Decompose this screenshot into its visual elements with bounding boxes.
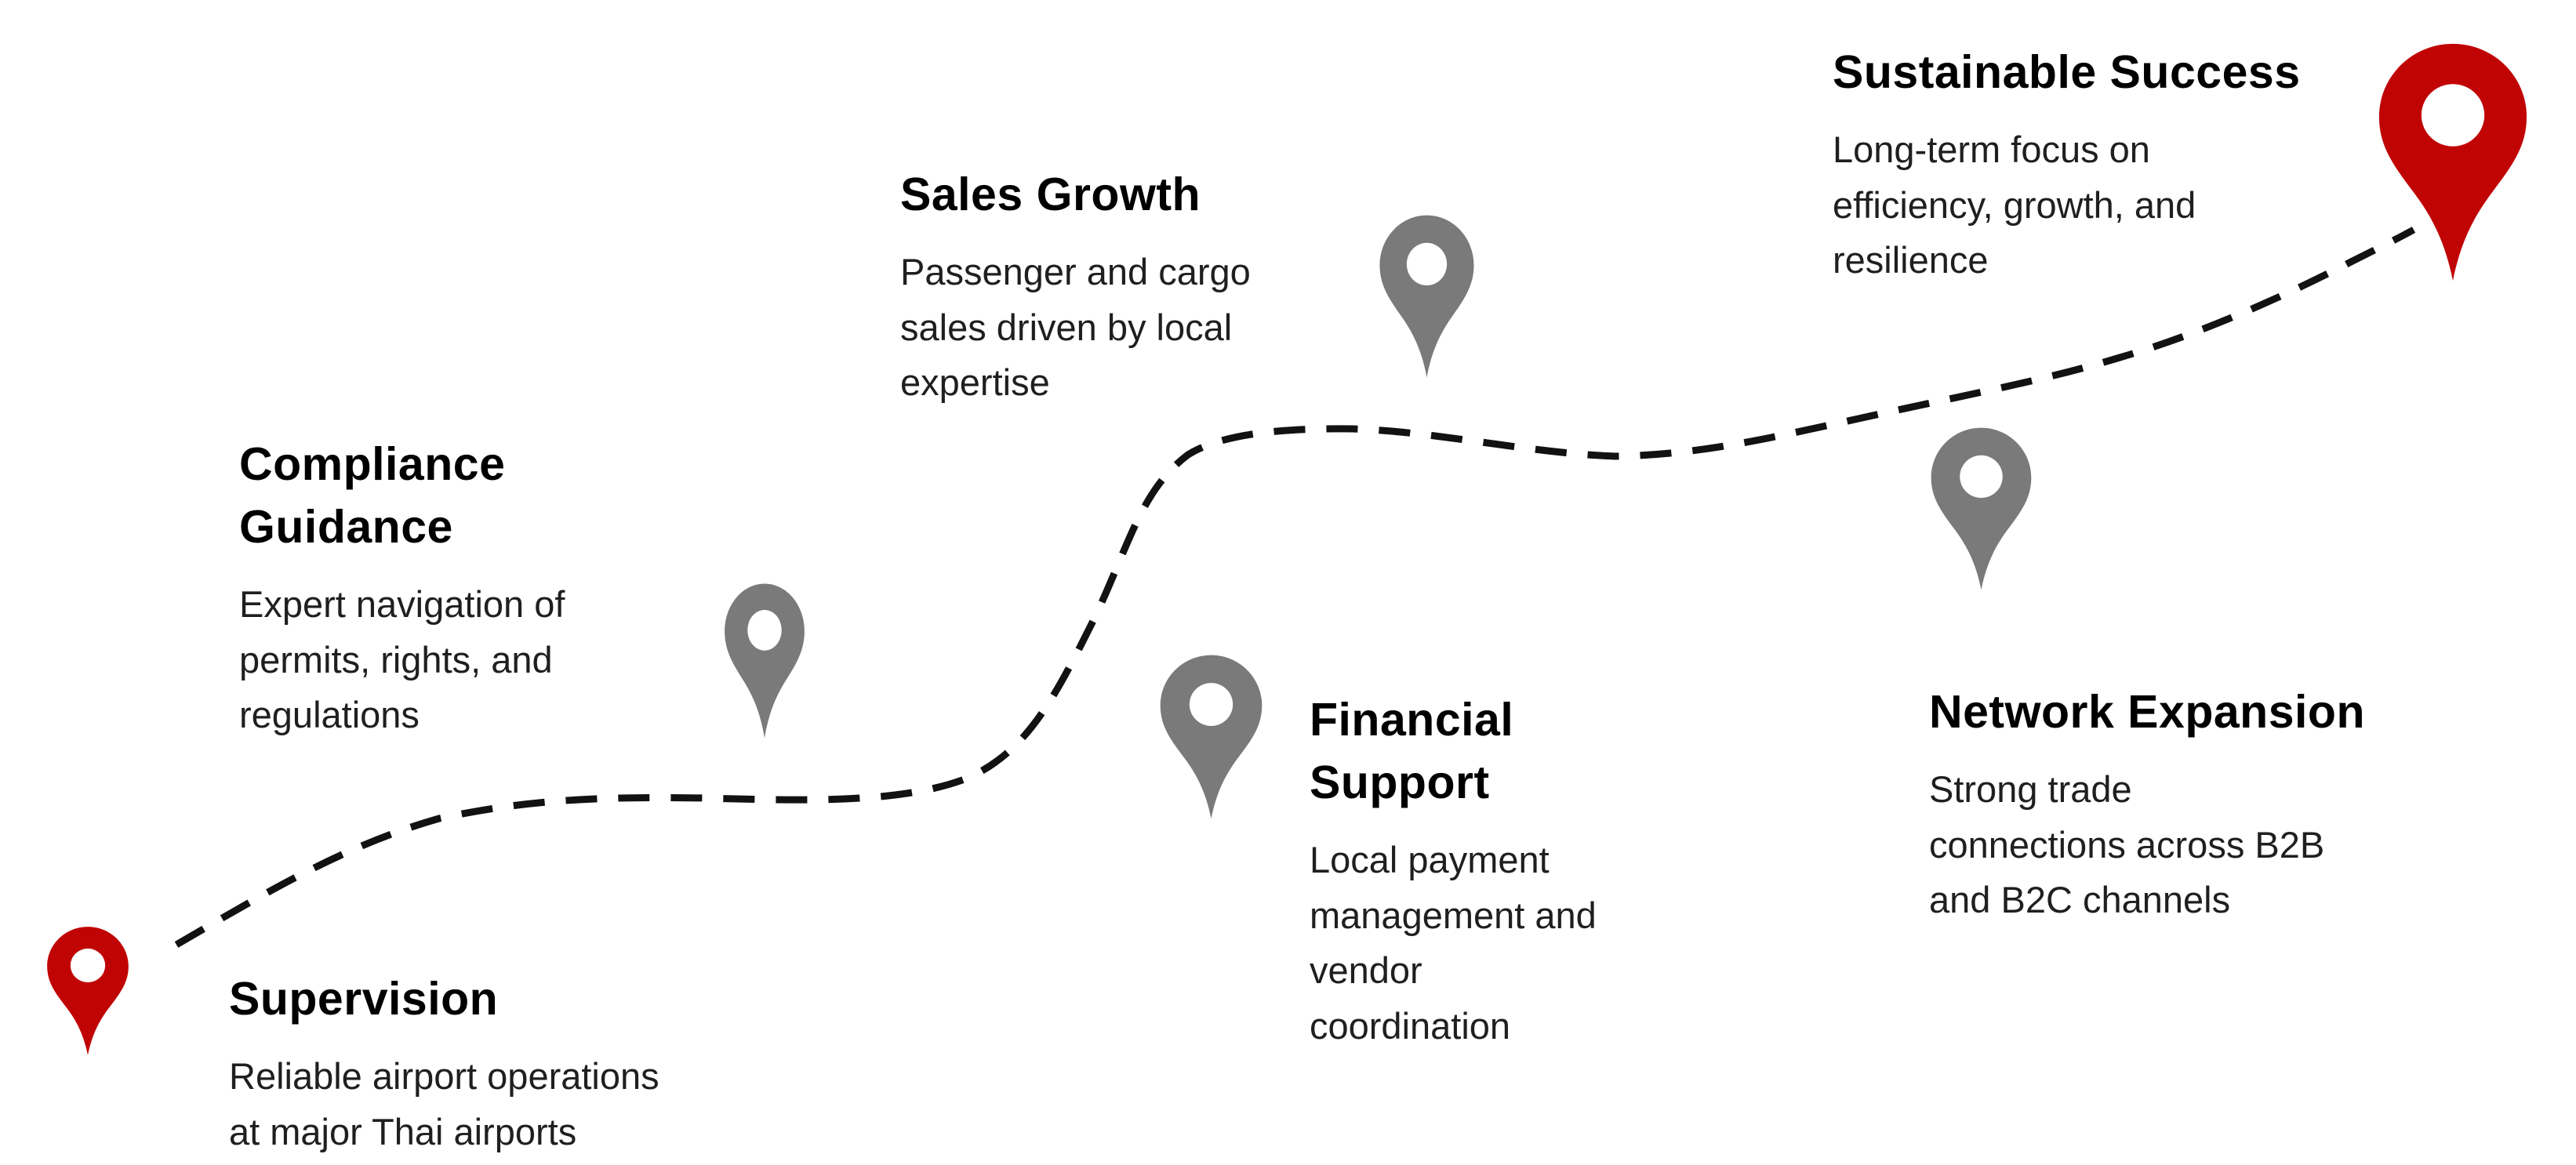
map-pin-icon-network-expansion (1931, 427, 2032, 590)
milestone-description: Passenger and cargo sales driven by loca… (900, 251, 1251, 404)
map-pin-icon-financial-support (1160, 655, 1263, 819)
milestone-network-expansion: Network Expansion Strong trade connectio… (1929, 666, 2365, 942)
milestone-financial-support: Financial Support Local payment manageme… (1310, 674, 1597, 1068)
milestone-description: Strong trade connections across B2B and … (1929, 768, 2325, 921)
milestone-supervision: Supervision Reliable airport operations … (229, 953, 659, 1165)
milestone-title: Sustainable Success (1833, 46, 2301, 98)
milestone-title: Supervision (229, 973, 499, 1025)
milestone-sales-growth: Sales Growth Passenger and cargo sales d… (900, 149, 1251, 425)
milestone-sustainable-success: Sustainable Success Long-term focus on e… (1833, 27, 2301, 303)
milestone-description: Local payment management and vendor coor… (1310, 839, 1597, 1047)
milestone-title: Network Expansion (1929, 686, 2366, 738)
milestone-compliance-guidance: Compliance Guidance Expert navigation of… (239, 419, 565, 757)
milestone-description: Expert navigation of permits, rights, an… (239, 583, 565, 736)
dashed-route-path (174, 227, 2416, 948)
map-pin-icon-supervision (47, 927, 129, 1055)
milestone-title: Compliance Guidance (239, 438, 506, 553)
milestone-description: Long-term focus on efficiency, growth, a… (1833, 129, 2196, 281)
map-pin-icon-sales-growth (1379, 215, 1474, 378)
milestone-description: Reliable airport operations at major Tha… (229, 1055, 659, 1152)
milestone-title: Sales Growth (900, 169, 1201, 220)
map-pin-icon-sustainable-success (2378, 43, 2527, 281)
milestone-title: Financial Support (1310, 694, 1514, 809)
map-pin-icon-compliance-guidance (725, 583, 805, 739)
